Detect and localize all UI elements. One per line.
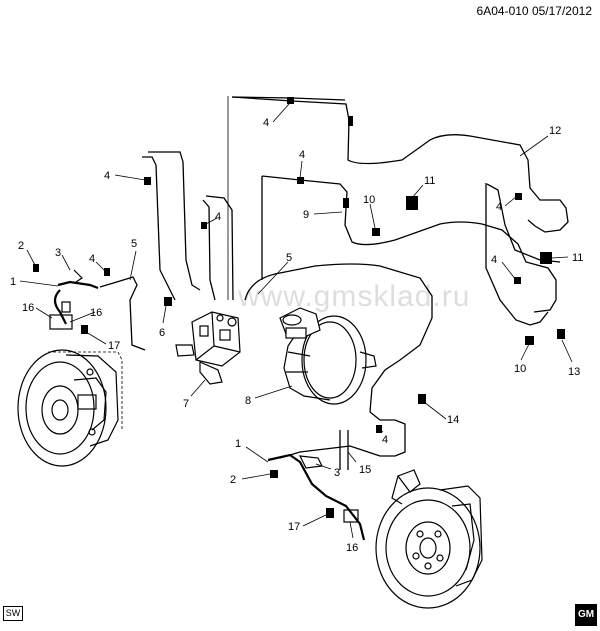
- callout-7: 7: [183, 398, 189, 410]
- clip-10: [372, 228, 380, 236]
- diagram-id: 6A04-010 05/17/2012: [477, 4, 592, 18]
- clip-6: [164, 297, 172, 306]
- callout-labels: 4 12 4 11 4 9 10 4 4 11 2 3 4 5 4 5 4 1 …: [10, 117, 583, 554]
- brake-line-front: [244, 263, 433, 459]
- brake-line-5b: [99, 276, 146, 351]
- bracket-11: [540, 252, 552, 264]
- callout-16: 16: [346, 542, 358, 554]
- clip-13: [557, 329, 565, 339]
- fitting-nut: [104, 268, 110, 276]
- callout-4: 4: [215, 211, 221, 223]
- brake-line-right: [486, 183, 561, 263]
- callout-12: 12: [549, 125, 561, 137]
- callout-10: 10: [363, 194, 375, 206]
- callout-14: 14: [447, 414, 459, 426]
- callout-5: 5: [131, 238, 137, 250]
- callout-4: 4: [496, 201, 502, 213]
- brake-line-5a: [148, 151, 201, 291]
- doc-date: 05/17/2012: [531, 4, 592, 18]
- bleeder-screw: [33, 264, 39, 272]
- callout-11: 11: [572, 252, 583, 264]
- callout-13: 13: [568, 366, 580, 378]
- doc-number: 6A04-010: [476, 4, 529, 18]
- clip-10: [525, 336, 534, 345]
- callout-3: 3: [334, 467, 340, 479]
- callout-8: 8: [245, 395, 251, 407]
- left-brake-assembly: [17, 269, 123, 467]
- callout-10: 10: [514, 363, 526, 375]
- callout-16: 16: [90, 307, 102, 319]
- callout-3: 3: [55, 247, 61, 259]
- fitting-connector: [343, 198, 349, 208]
- callout-4: 4: [491, 254, 497, 266]
- bracket-11: [406, 196, 418, 210]
- fitting-nut: [515, 193, 522, 200]
- callout-9: 9: [303, 209, 309, 221]
- callout-5: 5: [286, 252, 292, 264]
- callout-1: 1: [10, 276, 16, 288]
- callout-17: 17: [288, 521, 300, 533]
- brake-booster-8: [279, 307, 377, 405]
- abs-modulator-7: [175, 311, 241, 385]
- brake-lines: [99, 96, 569, 470]
- callout-11: 11: [424, 175, 435, 187]
- watermark-text: www.gmsklad.ru: [238, 280, 471, 313]
- callout-4: 4: [299, 149, 305, 161]
- fitting-nut: [287, 97, 294, 104]
- callout-4: 4: [104, 170, 110, 182]
- rear-brake-disc: [17, 349, 123, 467]
- callout-2: 2: [230, 474, 236, 486]
- callout-1: 1: [235, 438, 241, 450]
- callout-4: 4: [89, 253, 95, 265]
- gm-logo: GM: [575, 604, 597, 626]
- hose-bracket-16: [49, 314, 73, 330]
- brake-line-12: [231, 96, 569, 233]
- callout-2: 2: [18, 240, 24, 252]
- fitting-nut: [514, 277, 521, 284]
- fitting-connector: [348, 116, 353, 126]
- front-brake-disc: [375, 469, 483, 609]
- fitting-nut: [144, 177, 151, 185]
- brake-line-9: [261, 175, 557, 313]
- callout-6: 6: [159, 327, 165, 339]
- callout-16: 16: [22, 302, 34, 314]
- callout-4: 4: [382, 434, 388, 446]
- leader-lines: [19, 103, 573, 539]
- brake-line-15: [339, 430, 349, 470]
- fitting-nut: [201, 222, 207, 229]
- callout-4: 4: [263, 117, 269, 129]
- bolt-17: [81, 325, 88, 334]
- bleeder-screw: [270, 470, 278, 478]
- fitting-nut: [297, 177, 304, 184]
- bolt-17: [326, 508, 334, 518]
- clip-14: [418, 394, 426, 404]
- callout-17: 17: [108, 340, 120, 352]
- sw-tag: SW: [3, 606, 23, 621]
- callout-15: 15: [359, 464, 371, 476]
- hose-bracket-16: [343, 509, 359, 523]
